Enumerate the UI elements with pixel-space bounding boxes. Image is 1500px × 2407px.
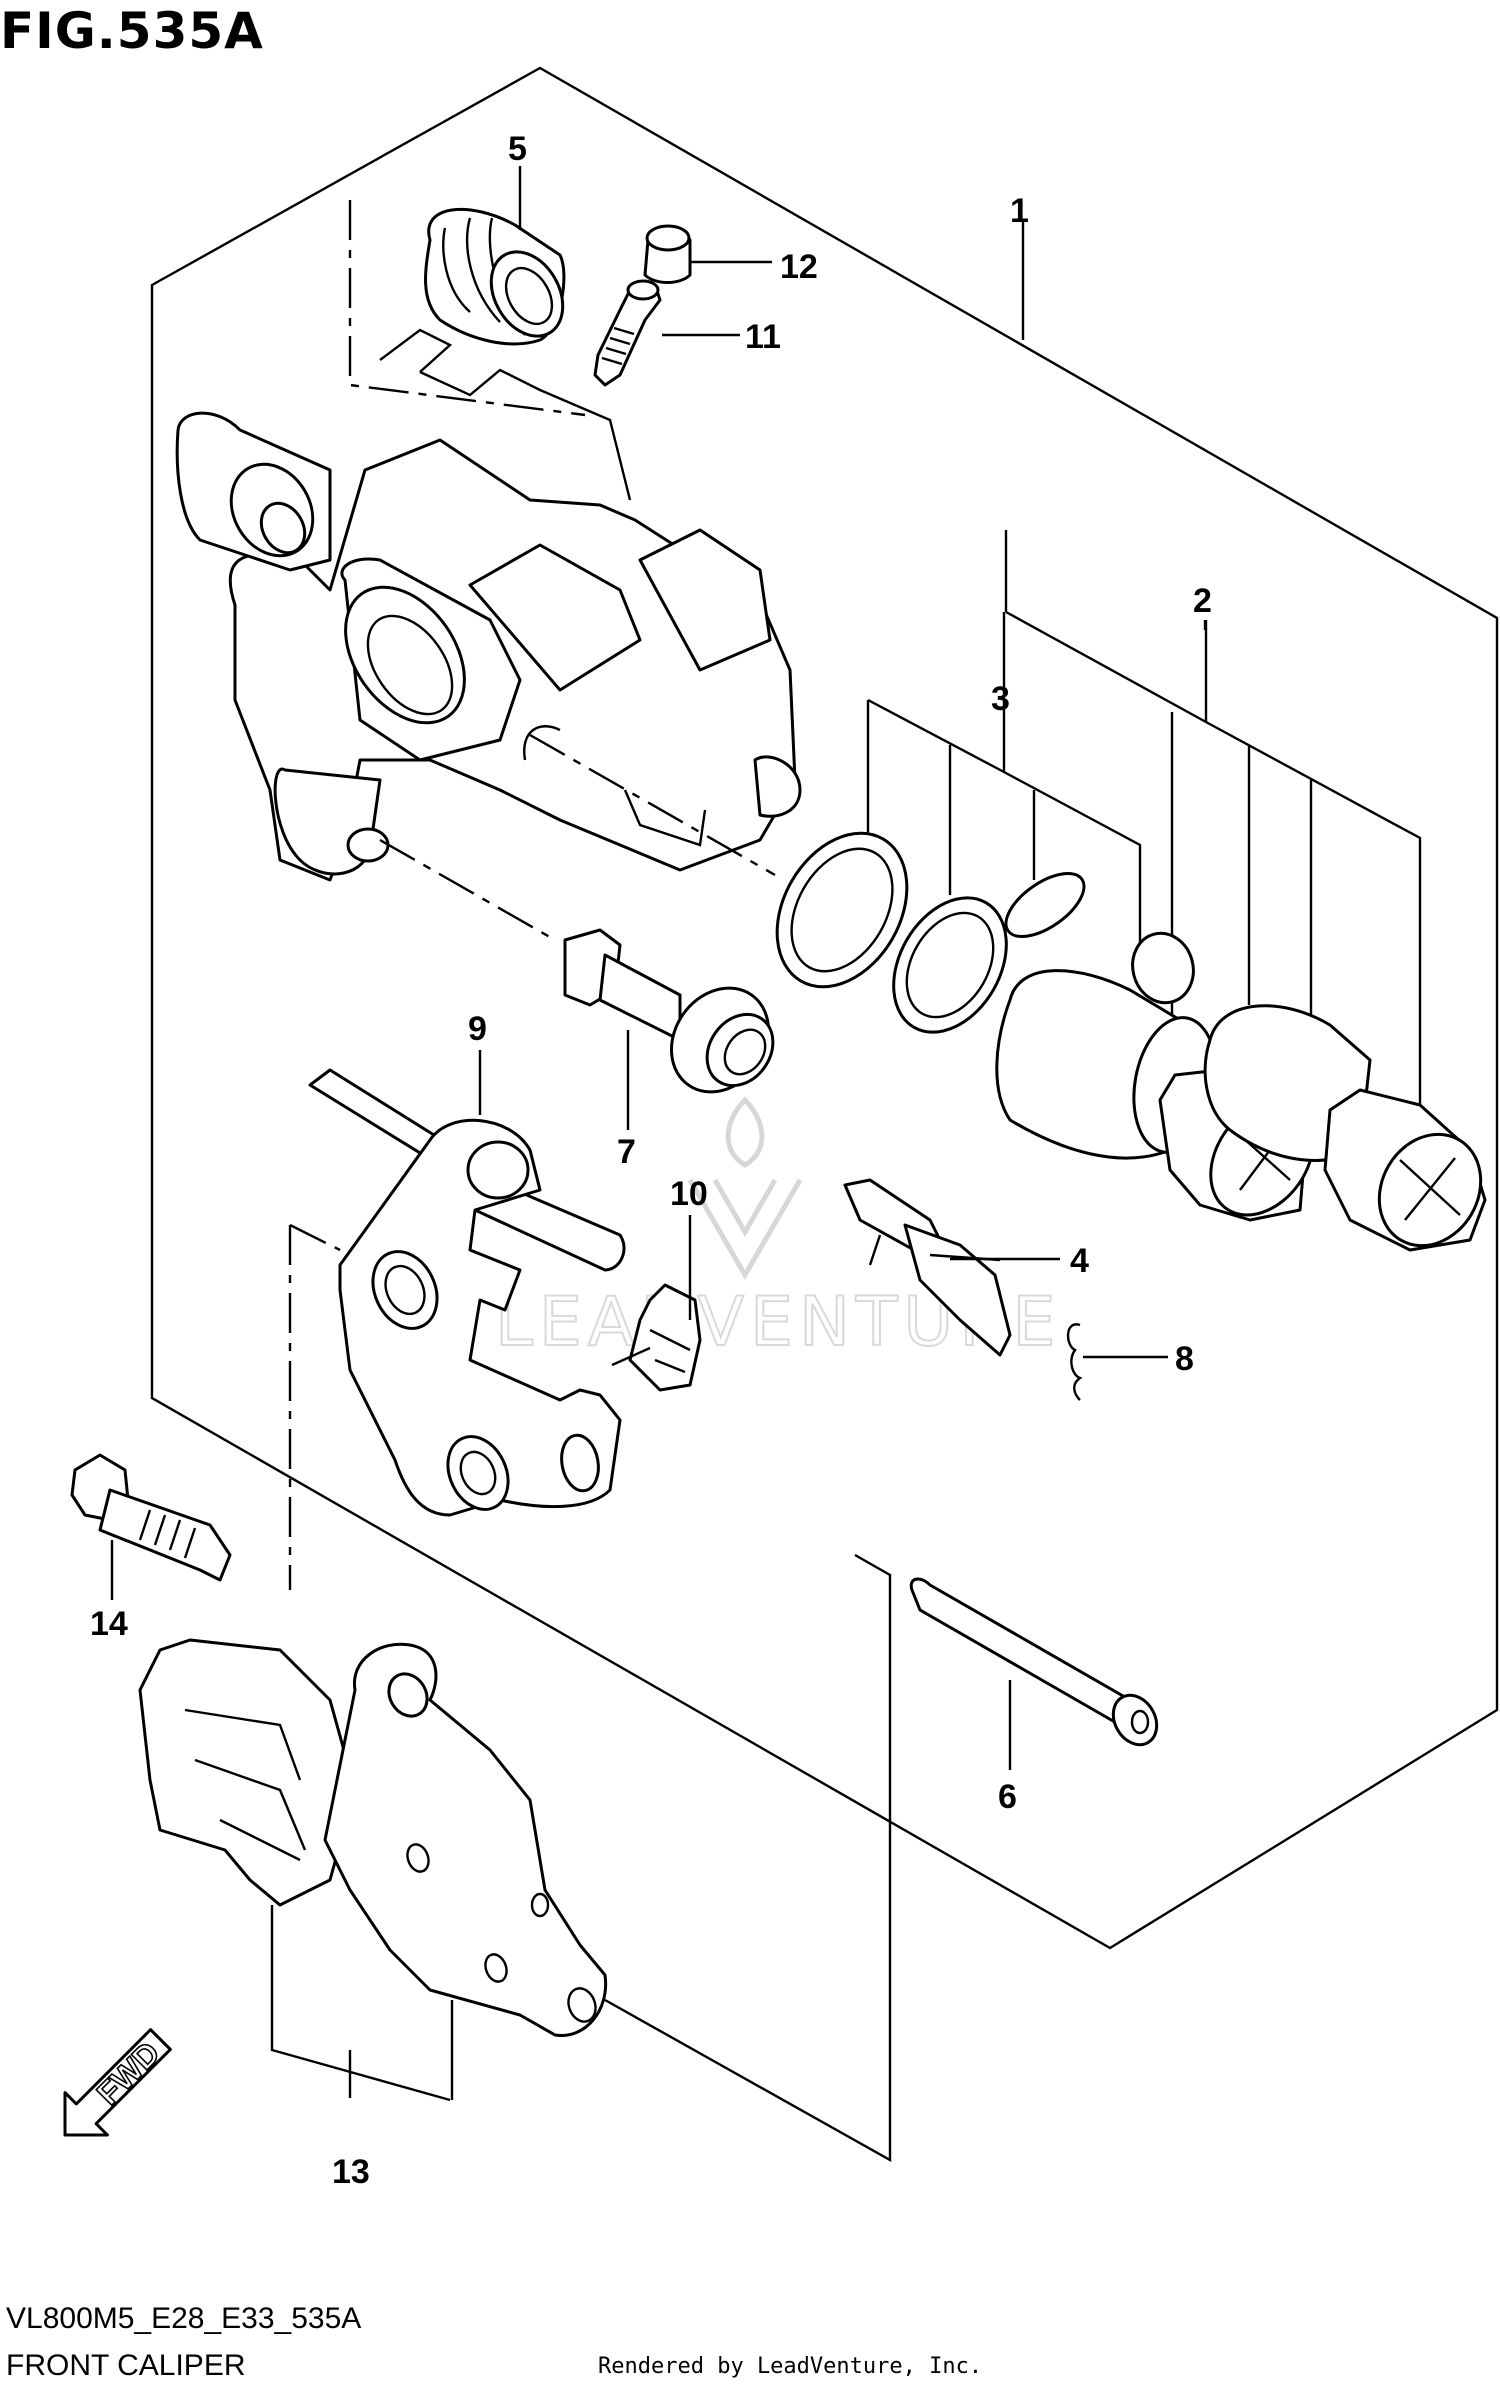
- brake-pad-rear: [323, 1642, 608, 2038]
- callout-labels: 1 2 3 4 5 6 7 8 9 10 11 12 13 14: [90, 130, 1212, 2191]
- callout-5: 5: [508, 130, 527, 168]
- callout-4: 4: [1070, 1242, 1089, 1280]
- seal-medium: [892, 896, 1008, 1034]
- caliper-body: [175, 328, 802, 882]
- bleeder-cap: [643, 224, 772, 284]
- caliper-slide-pin: [563, 928, 775, 1130]
- seal-large: [775, 831, 909, 989]
- callout-8: 8: [1175, 1340, 1194, 1378]
- piston-boot: [424, 207, 566, 346]
- callout-11: 11: [745, 318, 781, 356]
- seal-set-bracket: [866, 612, 1142, 950]
- seal-small: [1004, 872, 1195, 1005]
- callout-2: 2: [1193, 582, 1212, 620]
- retaining-clip: [1066, 1323, 1168, 1401]
- render-credit: Rendered by LeadVenture, Inc.: [598, 2354, 983, 2379]
- callout-7: 7: [617, 1133, 636, 1171]
- caliper-holder: [308, 1050, 626, 1517]
- figure-code: VL800M5_E28_E33_535A: [6, 2302, 362, 2335]
- fwd-arrow-icon: FWD: [63, 2028, 172, 2137]
- figure-title: FIG.535A: [0, 2, 264, 60]
- figure-name: FRONT CALIPER: [6, 2349, 246, 2382]
- callout-9: 9: [468, 1010, 487, 1048]
- brake-pad-front: [138, 1638, 357, 1907]
- piston-small: [1203, 1004, 1487, 1252]
- mounting-bolt: [70, 1453, 232, 1600]
- pad-mounting-pin: [909, 1577, 1159, 1770]
- leader-lines: [270, 166, 1207, 2163]
- callout-12: 12: [780, 248, 818, 286]
- callout-10: 10: [670, 1175, 708, 1213]
- bleeder-valve: [593, 279, 740, 387]
- callout-13: 13: [332, 2153, 370, 2191]
- callout-6: 6: [998, 1778, 1017, 1816]
- pad-retainer-spring: [611, 1215, 702, 1392]
- pad-spring: [843, 1178, 1060, 1357]
- callout-14: 14: [90, 1605, 128, 1643]
- callout-1: 1: [1010, 192, 1029, 230]
- callout-3: 3: [991, 680, 1010, 718]
- assembly-outline: [150, 66, 1499, 1950]
